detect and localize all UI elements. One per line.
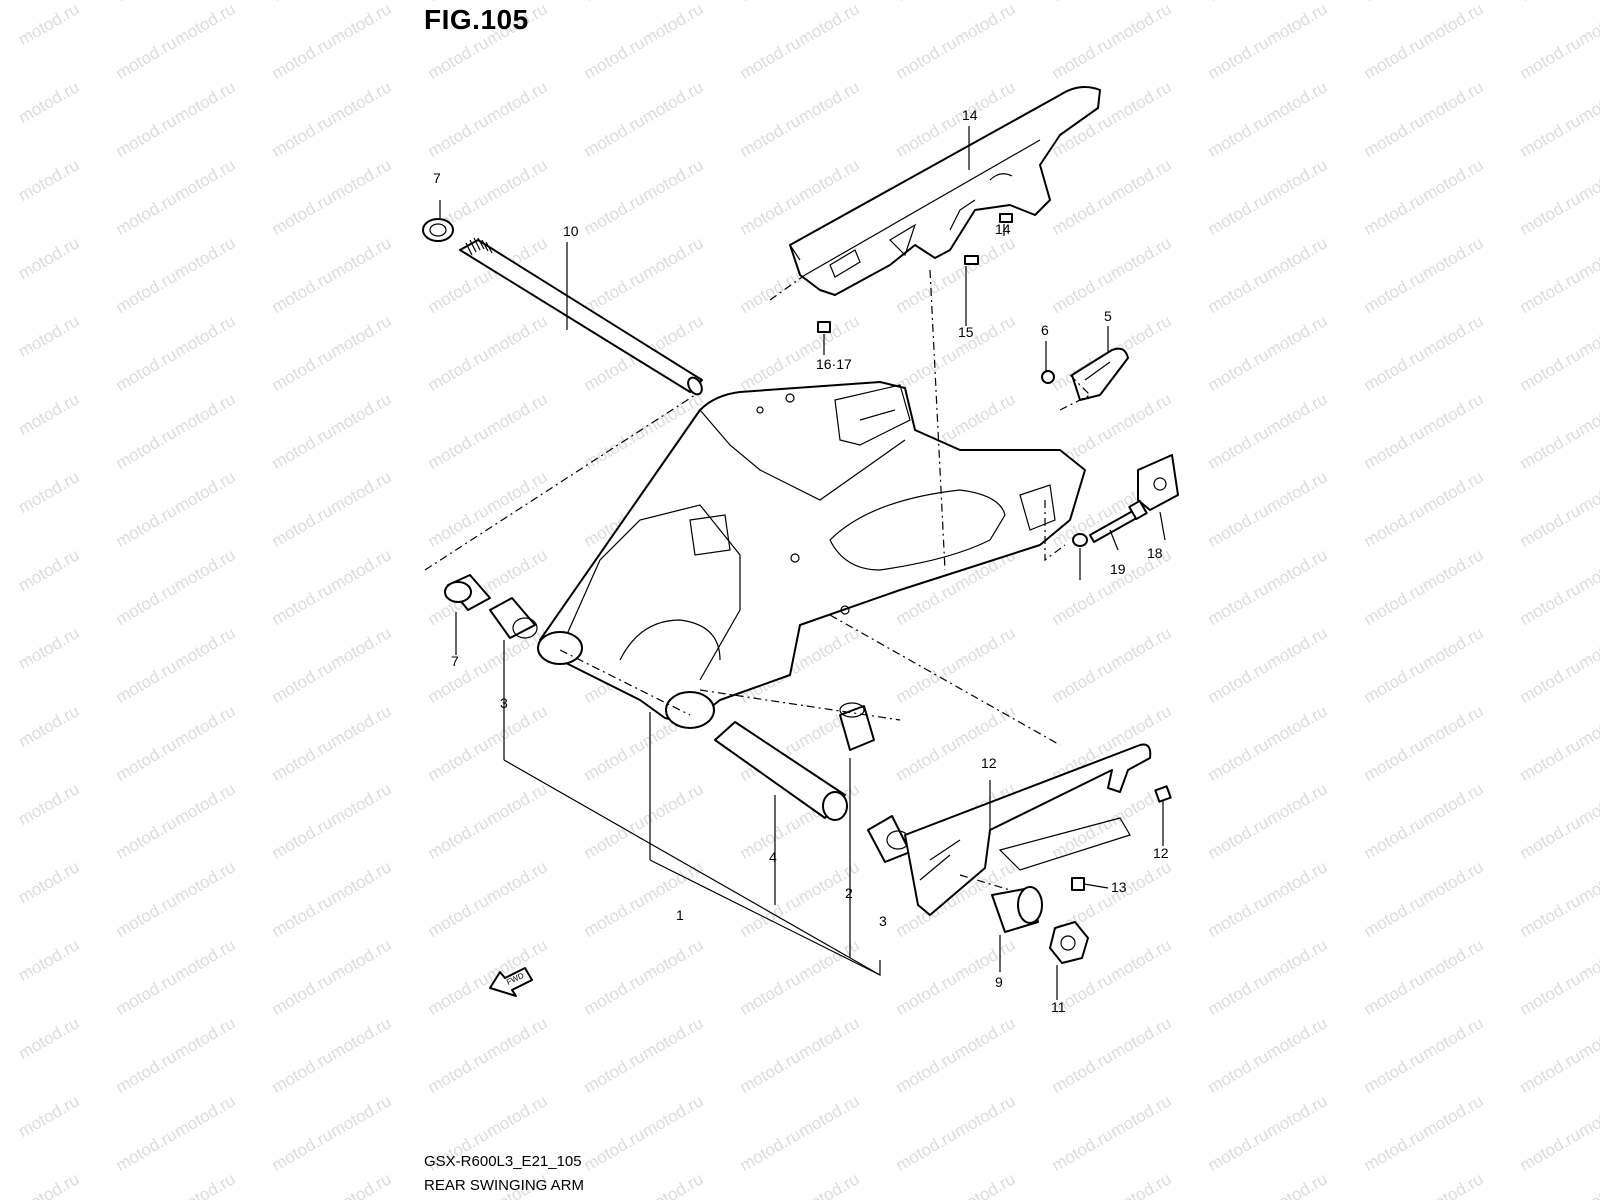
fwd-direction-arrow: FWD: [489, 967, 533, 997]
chain-buffer-part: [1071, 347, 1129, 401]
callout-18: 19: [1110, 561, 1126, 577]
figure-title: FIG.105: [424, 4, 529, 35]
section-name: REAR SWINGING ARM: [424, 1177, 585, 1194]
chain-cover-part: [789, 85, 1101, 296]
pivot-nut-part: [422, 218, 454, 242]
callout-7-left: 7: [451, 653, 459, 669]
nut-9-part: [1049, 921, 1089, 964]
bolt-14-part: [964, 213, 1013, 265]
callout-14-upper: 14: [995, 221, 1011, 237]
swingarm-body-part: [537, 381, 1086, 729]
leader-lines: [424, 126, 1166, 1000]
bolt-15-part: [817, 321, 831, 333]
bearing-3-right-part: [867, 815, 911, 863]
callout-2: 2: [845, 885, 853, 901]
swingarm-pivot-shaft-part: [459, 237, 703, 396]
callout-3-left: 3: [500, 695, 508, 711]
callout-5: 5: [1104, 308, 1112, 324]
model-code: GSX-R600L3_E21_105: [424, 1153, 582, 1170]
callout-12-right: 12: [1153, 845, 1169, 861]
spacer-7-left-part: [444, 574, 491, 611]
screw-6-part: [1041, 370, 1055, 384]
callout-9: 11: [1051, 999, 1066, 1015]
callout-6: 6: [1041, 322, 1049, 338]
chain-guide-part: [904, 743, 1152, 916]
callout-11: 12: [981, 755, 997, 771]
washer-19-part: [1072, 533, 1088, 547]
screw-12-part: [1071, 785, 1172, 891]
callout-4: 4: [769, 849, 777, 865]
spacer-7-right-part: [991, 886, 1043, 933]
callout-10: 7: [433, 170, 441, 186]
bearing-3-left-part: [489, 597, 538, 639]
chain-adjuster-part: [1137, 454, 1179, 511]
bearing-2-part: [839, 702, 875, 751]
callout-12-lower: 13: [1111, 879, 1127, 895]
pivot-pipe-part: [714, 721, 848, 821]
callout-8: 10: [563, 223, 579, 239]
callout-3-right: 3: [879, 913, 887, 929]
callout-15: 16·17: [816, 356, 852, 372]
callout-14-lower: 15: [958, 324, 974, 340]
callout-7-right: 9: [995, 974, 1003, 990]
callout-1: 1: [676, 907, 684, 923]
adjuster-bolt-part: [1089, 499, 1148, 543]
callout-labels: 7 10 14 14 15 16·17 6 5 18 19 7 3 12 12 …: [433, 107, 1169, 1015]
callout-13: 14: [962, 107, 978, 123]
callout-16-17: 18: [1147, 545, 1163, 561]
